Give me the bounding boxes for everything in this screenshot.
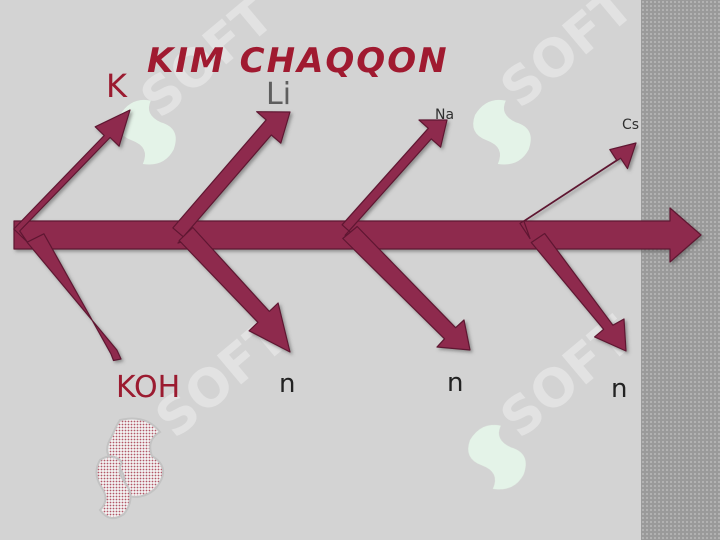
watermark-logo [473,99,531,165]
watermark-logo [468,424,526,490]
branch-arrow-n3 [530,232,627,352]
label-n: n [279,369,296,399]
watermark-logo [118,99,176,165]
label-n: n [447,368,464,398]
branch-arrow-li [172,111,291,244]
branch-arrow-cs [519,142,637,240]
side-strip [641,0,720,540]
svg-text:SOFT: SOFT [490,0,646,120]
label-na: Na [435,107,455,123]
branch-arrow-k [13,109,131,243]
label-li: Li [266,77,292,112]
label-k: K [106,67,127,105]
branch-arrow-koh [26,233,122,362]
label-cs: Cs [622,117,640,133]
diagram-title: KIM CHAQQON [147,41,449,81]
brand-logo [95,417,164,520]
watermark-logos [118,99,531,490]
label-koh: KOH [116,370,181,405]
branch-arrow-n2 [342,225,471,351]
label-n: n [611,374,628,404]
branch-arrow-n1 [178,226,291,353]
branch-arrow-na [341,119,448,238]
